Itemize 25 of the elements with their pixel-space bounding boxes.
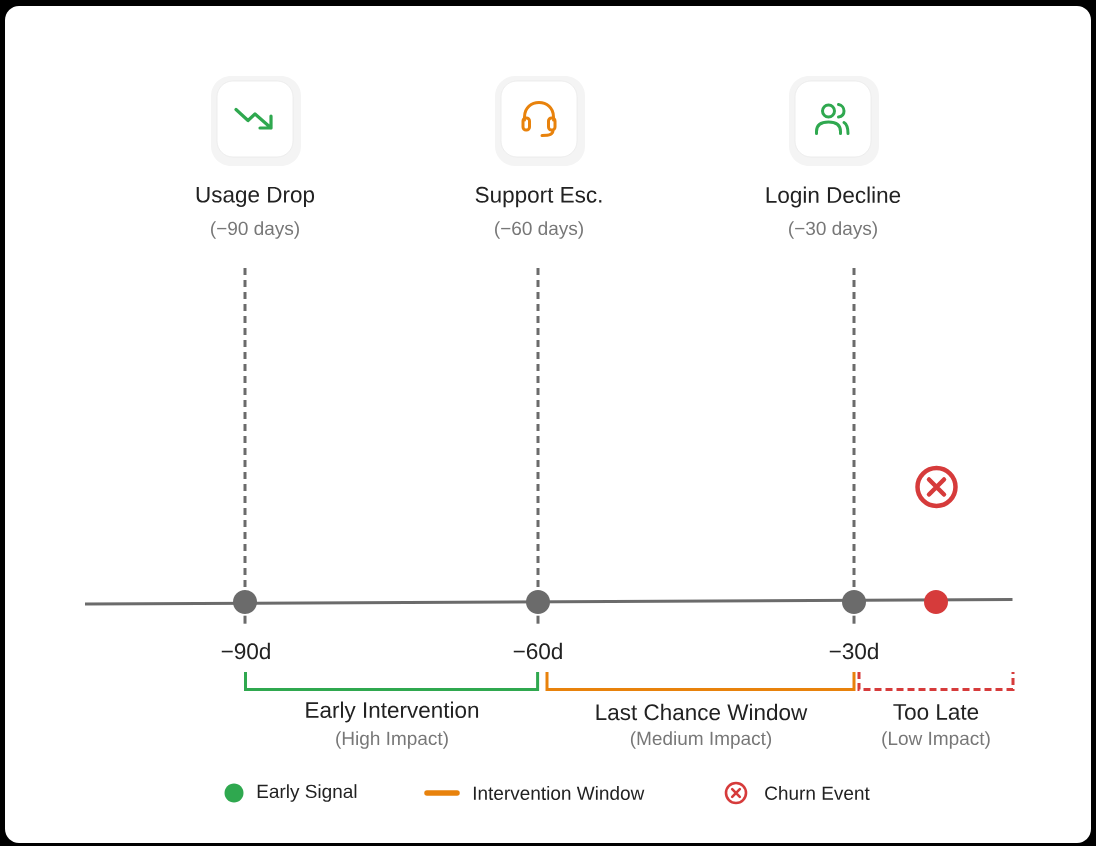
dotted-line [536,268,540,590]
tick-label: −60d [513,642,562,660]
duration-label: (−90 days) [211,221,299,239]
timeline-dot [842,590,866,614]
window-title: Last Chance Window [596,703,808,721]
timeline-dot [233,590,257,614]
impact-label: (Low Impact) [882,731,990,749]
window-title: Early Intervention [306,701,479,723]
duration-label: (−60 days) [495,221,583,239]
legend-text: Intervention Window [473,786,645,800]
event-title: Usage Drop [196,186,315,208]
timeline-dot [924,590,948,614]
dotted-line [852,268,856,590]
tick-label: −30d [829,642,878,660]
tick-label: −90d [221,642,270,660]
duration-label: (−30 days) [789,221,877,239]
window-title: Too Late [893,704,979,720]
legend-text: Churn Event [765,786,870,800]
dotted-line [243,268,247,590]
impact-label: (Medium Impact) [630,731,772,749]
timeline-dot [526,590,550,614]
event-title: Login Decline [766,186,901,208]
impact-label: (High Impact) [336,731,448,749]
event-title: Support Esc. [475,186,602,208]
legend-text: Early Signal [257,784,357,802]
